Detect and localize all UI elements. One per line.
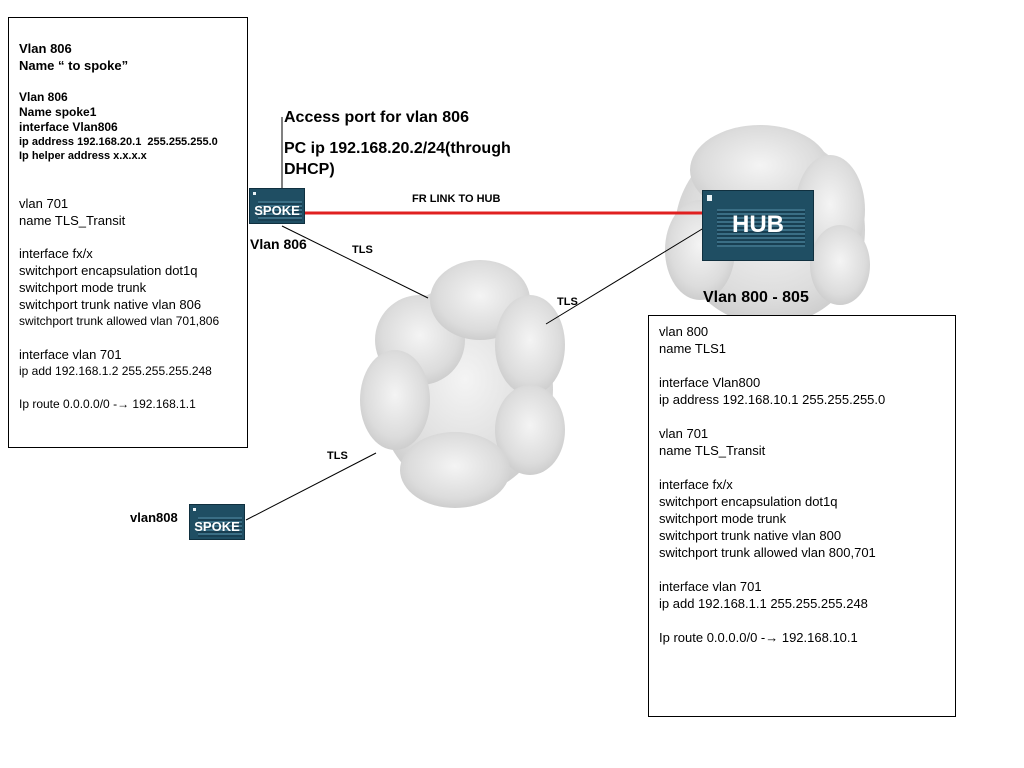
hub-config-line: switchport encapsulation dot1q [659, 494, 838, 509]
fr-link-label: FR LINK TO HUB [412, 193, 501, 205]
hub-config-line [659, 561, 955, 578]
hub-config-line: ip add 192.168.1.1 255.255.255.248 [659, 596, 868, 611]
hub-config-line: switchport trunk native vlan 800 [659, 528, 842, 543]
spoke1-grille [258, 201, 302, 221]
hub-config-line: switchport trunk allowed vlan 800,701 [659, 545, 876, 560]
spoke-config-line [19, 74, 247, 90]
spoke2-label: SPOKE [194, 519, 240, 534]
spoke-config-line: interface Vlan806 [19, 120, 118, 134]
tls-label-spoke2: TLS [327, 450, 348, 462]
tls-link-hub [545, 222, 713, 325]
hub-config-line [659, 459, 955, 476]
hub-config-line: name TLS_Transit [659, 443, 766, 458]
hub-config-box: vlan 800 name TLS1 interface Vlan800 ip add… [648, 315, 956, 717]
spoke-config-line: switchport encapsulation dot1q [19, 263, 198, 278]
spoke-config-line [19, 380, 247, 396]
tls-link-spoke1 [281, 225, 429, 299]
spoke-config-line: Vlan 806 [19, 41, 72, 56]
hub-config-line [659, 408, 955, 425]
spoke-config-line: Ip helper address x.x.x.x [19, 150, 147, 162]
hub-config-line [659, 612, 955, 629]
spoke2-grille [198, 517, 242, 537]
spoke-config-line: name TLS_Transit [19, 213, 126, 228]
hub-config-line [659, 357, 955, 374]
hub-config-line: switchport mode trunk [659, 511, 787, 526]
spoke-config-line [19, 330, 247, 346]
hub-config-line: Ip route 0.0.0.0/0 -→ 192.168.10.1 [659, 630, 858, 645]
spoke-config-line [19, 163, 247, 179]
tls-cloud-center [360, 260, 565, 508]
hub-config-text: vlan 800 name TLS1 interface Vlan800 ip add… [659, 323, 955, 646]
hub-config-line: name TLS1 [659, 341, 726, 356]
hub-config-line: interface fx/x [659, 477, 733, 492]
hub-config-line: interface Vlan800 [659, 375, 761, 390]
vlan800-805-label: Vlan 800 - 805 [703, 289, 809, 306]
spoke1-label: SPOKE [254, 203, 300, 218]
spoke-config-line: ip add 192.168.1.2 255.255.255.248 [19, 364, 212, 378]
hub-label: HUB [732, 211, 784, 238]
access-port-label: Access port for vlan 806 [284, 109, 469, 126]
hub-grille [717, 209, 805, 247]
spoke1-router[interactable]: SPOKE [249, 188, 305, 224]
spoke-config-line: interface vlan 701 [19, 347, 122, 362]
spoke-config-line [19, 179, 247, 195]
pc-ip-label-2: DHCP) [284, 161, 335, 178]
spoke-config-line: switchport trunk native vlan 806 [19, 297, 202, 312]
vlan808-label: vlan808 [130, 510, 178, 525]
vlan806-label: Vlan 806 [250, 236, 307, 252]
spoke-config-line [19, 229, 247, 245]
spoke-config-line: Name spoke1 [19, 105, 97, 119]
spoke-config-line: Ip route 0.0.0.0/0 -→ 192.168.1.1 [19, 397, 196, 411]
spoke1-led [253, 192, 256, 195]
tls-label-spoke1: TLS [352, 244, 373, 256]
hub-config-line: interface vlan 701 [659, 579, 762, 594]
spoke-config-line: switchport trunk allowed vlan 701,806 [19, 314, 220, 328]
spoke-config-line: vlan 701 [19, 196, 69, 211]
spoke-config-line: switchport mode trunk [19, 280, 147, 295]
spoke-config-line: Vlan 806 [19, 90, 68, 104]
spoke-config-line: ip address 192.168.20.1 255.255.255.0 [19, 136, 218, 148]
spoke2-router[interactable]: SPOKE [189, 504, 245, 540]
tls-label-hub: TLS [557, 296, 578, 308]
tls-link-spoke2 [245, 452, 377, 521]
hub-config-line: ip address 192.168.10.1 255.255.255.0 [659, 392, 886, 407]
hub-config-line: vlan 800 [659, 324, 709, 339]
pc-ip-label: PC ip 192.168.20.2/24(through [284, 140, 511, 157]
spoke-config-line: interface fx/x [19, 246, 93, 261]
hub-config-line: vlan 701 [659, 426, 709, 441]
hub-router[interactable]: HUB [702, 190, 814, 261]
hub-led [707, 195, 712, 201]
spoke2-led [193, 508, 196, 511]
spoke-config-line: Name “ to spoke” [19, 58, 129, 73]
